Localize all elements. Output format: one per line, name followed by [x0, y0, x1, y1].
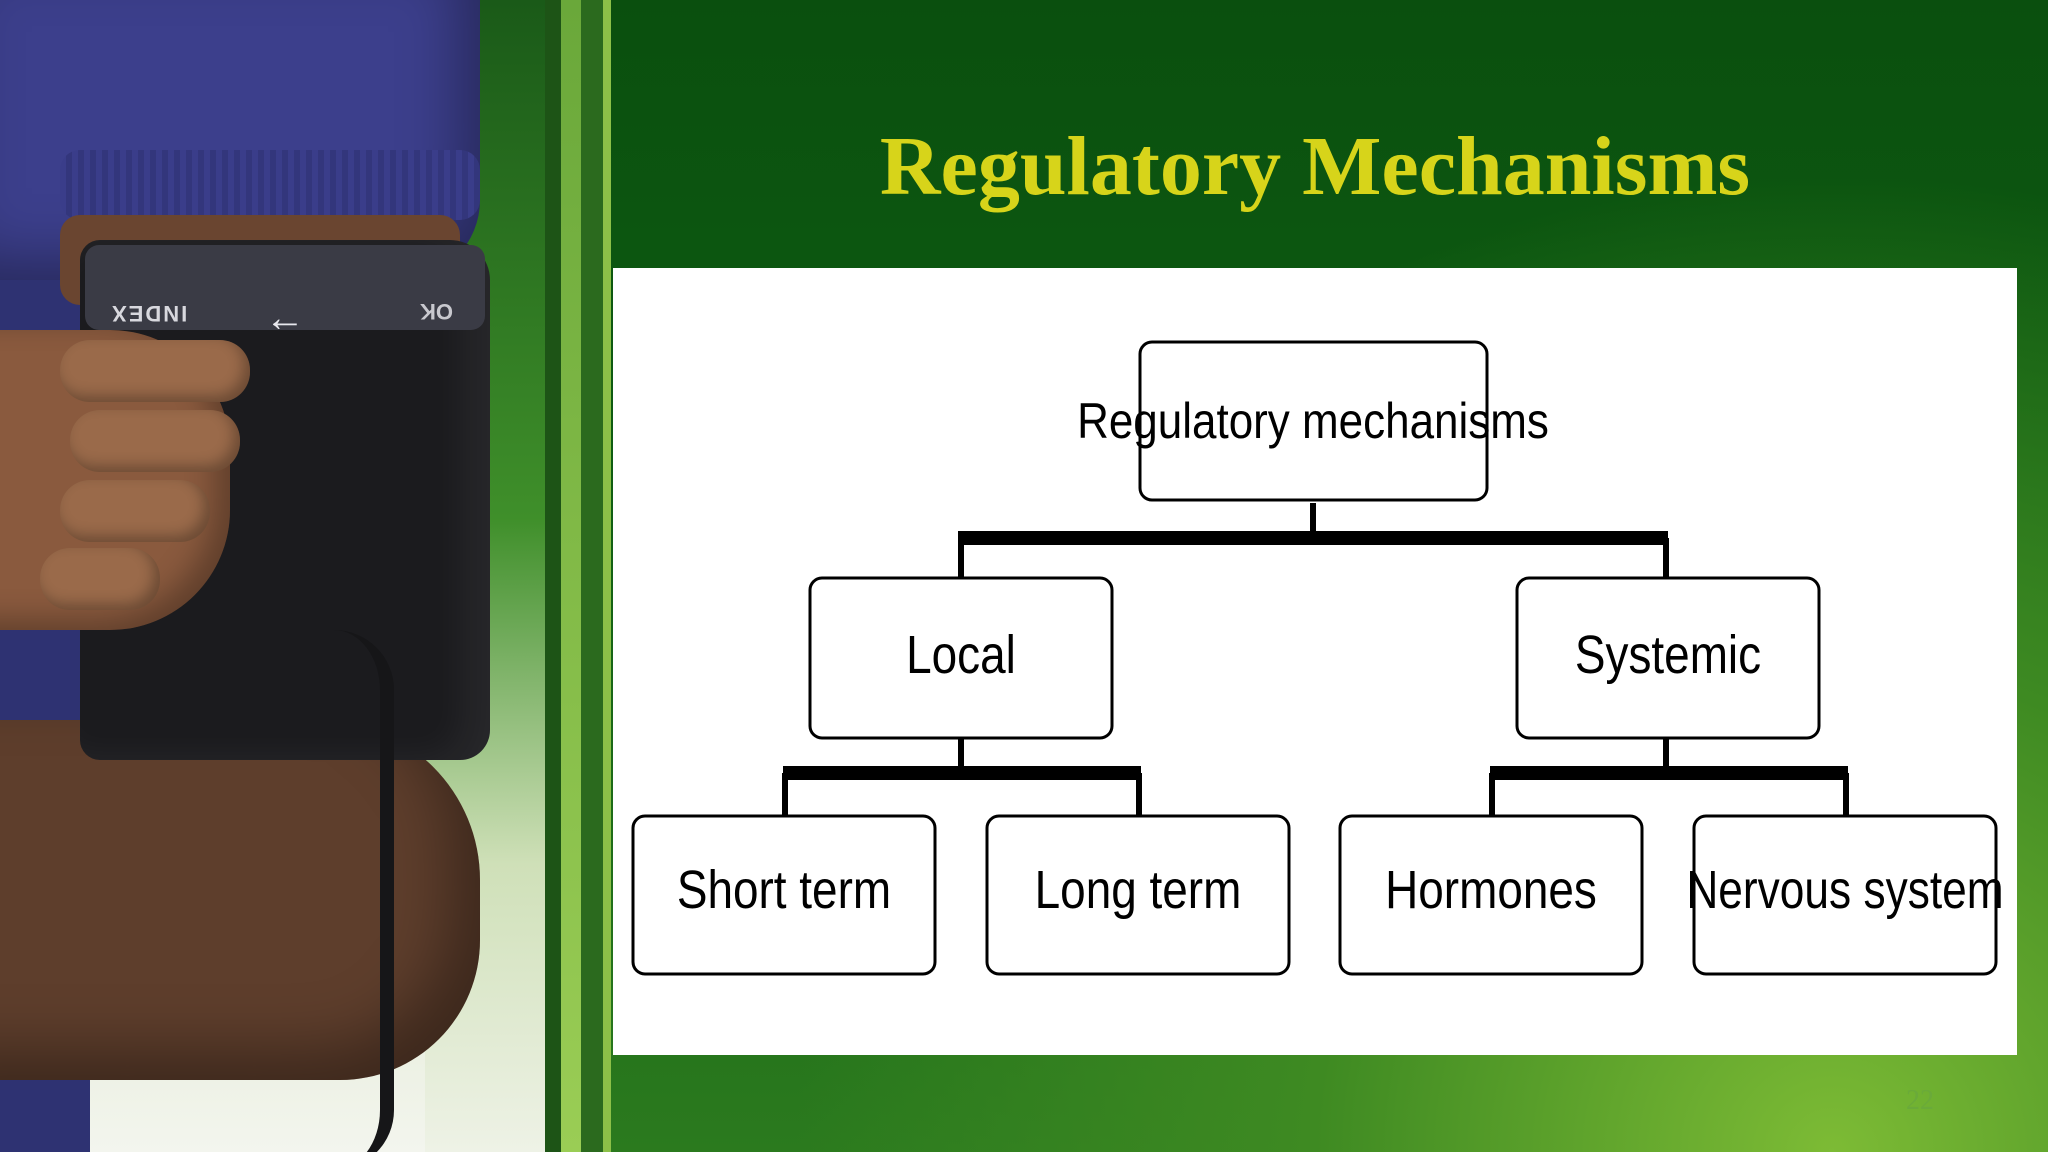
divider-stripe: [603, 0, 611, 1152]
node-label: Systemic: [1575, 625, 1761, 685]
finger: [60, 480, 210, 542]
sleeve-rib: [60, 150, 480, 220]
cuff-arrow-icon: ←: [265, 296, 305, 340]
connectors: [782, 503, 1849, 816]
slide-title: Regulatory Mechanisms: [879, 120, 1751, 213]
finger: [70, 410, 240, 472]
node-label: Regulatory mechanisms: [1077, 392, 1549, 448]
node-nervous-system: Nervous system: [1686, 814, 2004, 976]
finger: [40, 548, 160, 610]
divider-stripe: [545, 0, 561, 1152]
divider-stripe: [581, 0, 603, 1152]
node-root: Regulatory mechanisms: [1077, 340, 1549, 502]
cuff-label-ok: OK: [420, 299, 453, 324]
cuff-label: INDEX: [110, 301, 188, 326]
node-label: Local: [906, 625, 1016, 685]
cuff-tube: [330, 630, 394, 1152]
node-label: Short term: [677, 860, 891, 920]
node-local: Local: [808, 576, 1114, 740]
forearm: [0, 720, 480, 1080]
node-label: Long term: [1035, 860, 1242, 920]
diagram-panel: Regulatory mechanisms Local Systemic Sho…: [613, 268, 2017, 1055]
finger: [60, 340, 250, 402]
node-long-term: Long term: [985, 814, 1291, 976]
node-hormones: Hormones: [1338, 814, 1644, 976]
node-short-term: Short term: [631, 814, 937, 976]
divider-stripe: [561, 0, 581, 1152]
node-label: Hormones: [1385, 860, 1597, 920]
blood-pressure-photo: INDEX ← OK: [0, 0, 545, 1152]
node-systemic: Systemic: [1515, 576, 1821, 740]
hierarchy-diagram: Regulatory mechanisms Local Systemic Sho…: [631, 340, 2004, 976]
page-number: 22: [1906, 1085, 1934, 1116]
node-label: Nervous system: [1686, 860, 2003, 920]
cuff-band: [85, 245, 485, 330]
